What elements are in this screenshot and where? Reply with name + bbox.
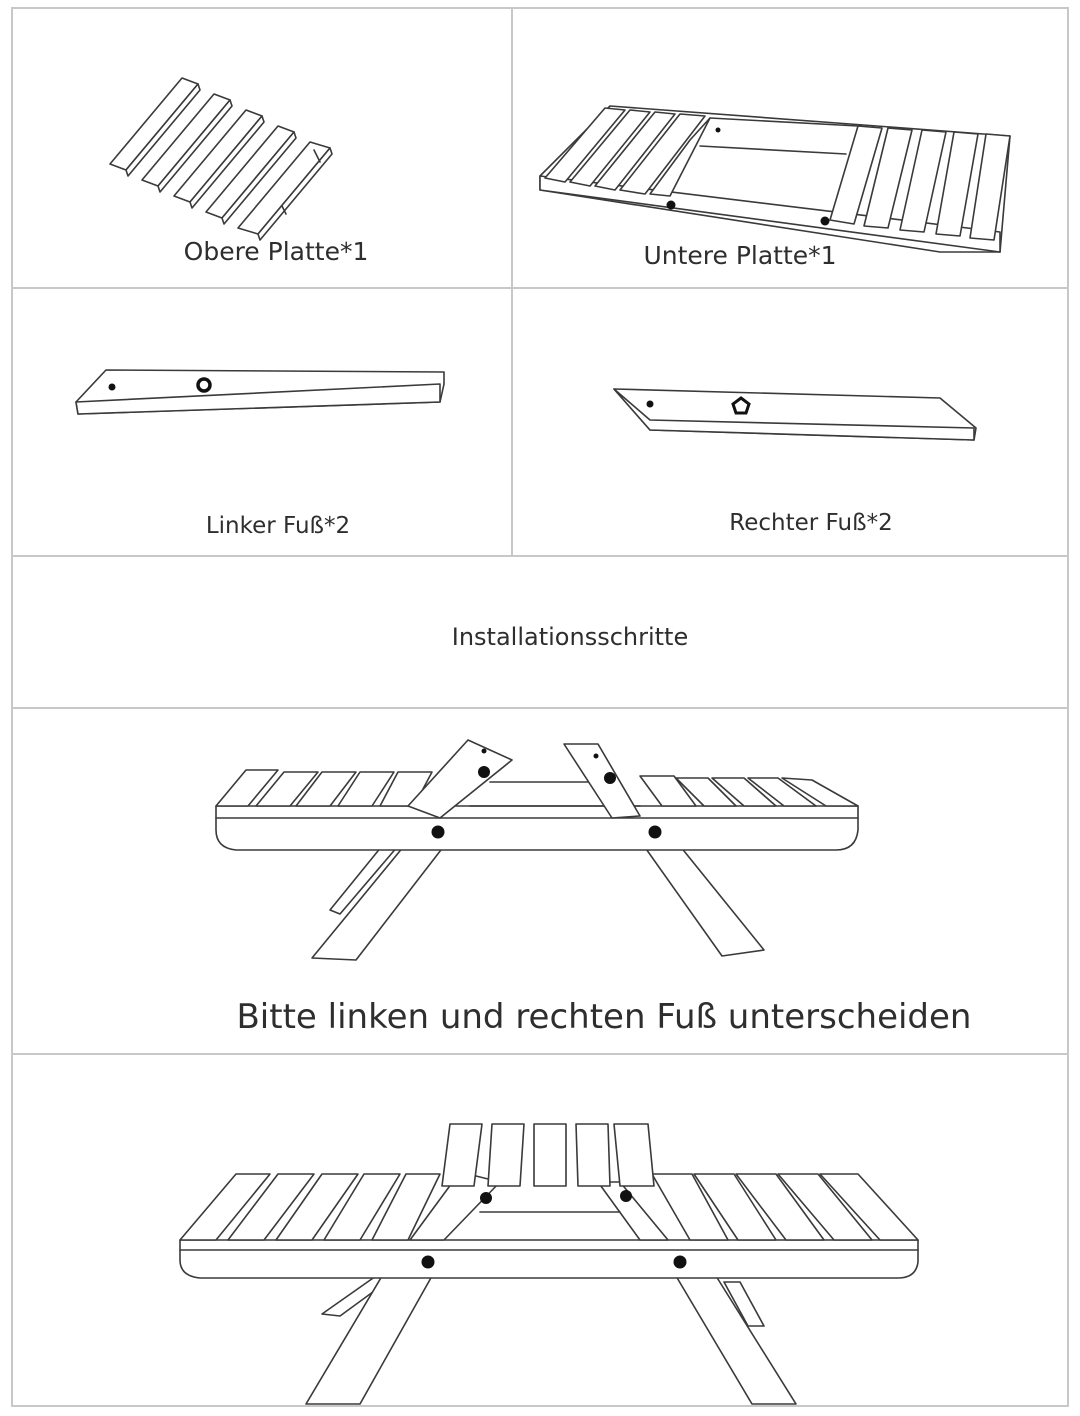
step1-note: Bitte linken und rechten Fuß unterscheid… bbox=[236, 997, 971, 1037]
panel-grid bbox=[11, 7, 1069, 1407]
hole-marker-icon bbox=[648, 825, 662, 839]
hole-marker-icon bbox=[431, 825, 445, 839]
bottom-plate-drawing bbox=[539, 105, 1011, 253]
hole-marker-icon bbox=[673, 1255, 687, 1269]
hole-marker-icon bbox=[666, 200, 676, 210]
step2-drawing bbox=[179, 1123, 919, 1405]
left-foot-label: Linker Fuß*2 bbox=[206, 513, 350, 539]
bottom-plate-label: Untere Platte*1 bbox=[643, 241, 836, 270]
left-foot-drawing bbox=[75, 369, 445, 415]
top-plate-drawing bbox=[109, 77, 333, 241]
pentagon-nut-icon bbox=[731, 396, 751, 415]
hole-marker-icon bbox=[820, 216, 830, 226]
hole-marker-icon bbox=[620, 1190, 632, 1202]
right-foot-drawing bbox=[613, 388, 977, 441]
hole-marker-icon bbox=[421, 1255, 435, 1269]
hole-marker-icon bbox=[604, 772, 616, 784]
right-foot-label: Rechter Fuß*2 bbox=[729, 510, 892, 536]
section-title: Installationsschritte bbox=[452, 623, 688, 651]
round-nut-icon bbox=[196, 377, 212, 393]
step1-drawing bbox=[215, 739, 859, 961]
hole-marker-icon bbox=[646, 400, 654, 408]
hole-marker-icon bbox=[478, 766, 490, 778]
top-plate-label: Obere Platte*1 bbox=[184, 237, 369, 266]
hole-marker-icon bbox=[480, 1192, 492, 1204]
hole-marker-icon bbox=[108, 383, 116, 391]
